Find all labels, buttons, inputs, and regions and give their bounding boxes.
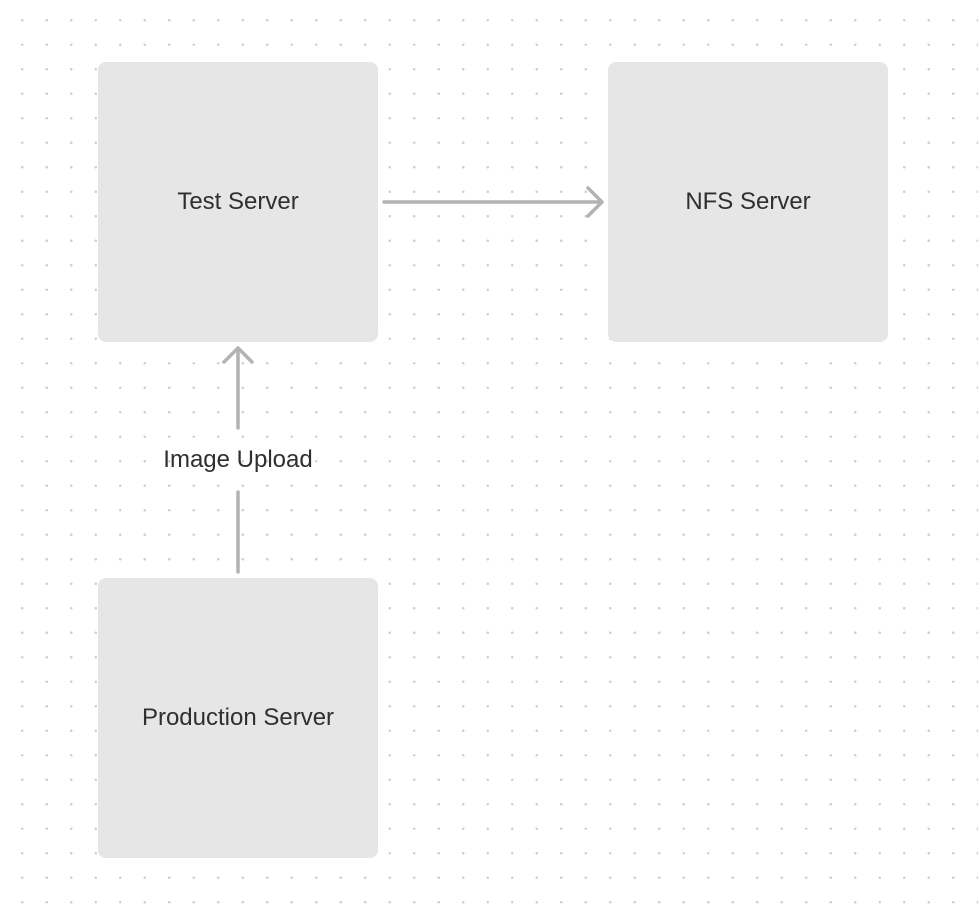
node-production-server-label: Production Server bbox=[141, 704, 335, 731]
node-production-server[interactable]: Production Server bbox=[98, 578, 378, 858]
node-test-server-label: Test Server bbox=[177, 188, 299, 215]
edge-production-to-test-arrowhead bbox=[222, 346, 254, 364]
node-test-server[interactable]: Test Server bbox=[98, 62, 378, 342]
node-nfs-server-label: NFS Server bbox=[685, 188, 811, 215]
edge-test-to-nfs[interactable] bbox=[382, 186, 604, 218]
edge-test-to-nfs-arrowhead bbox=[586, 186, 604, 218]
node-nfs-server[interactable]: NFS Server bbox=[608, 62, 888, 342]
edge-production-to-test-label[interactable]: Image Upload bbox=[163, 446, 313, 473]
